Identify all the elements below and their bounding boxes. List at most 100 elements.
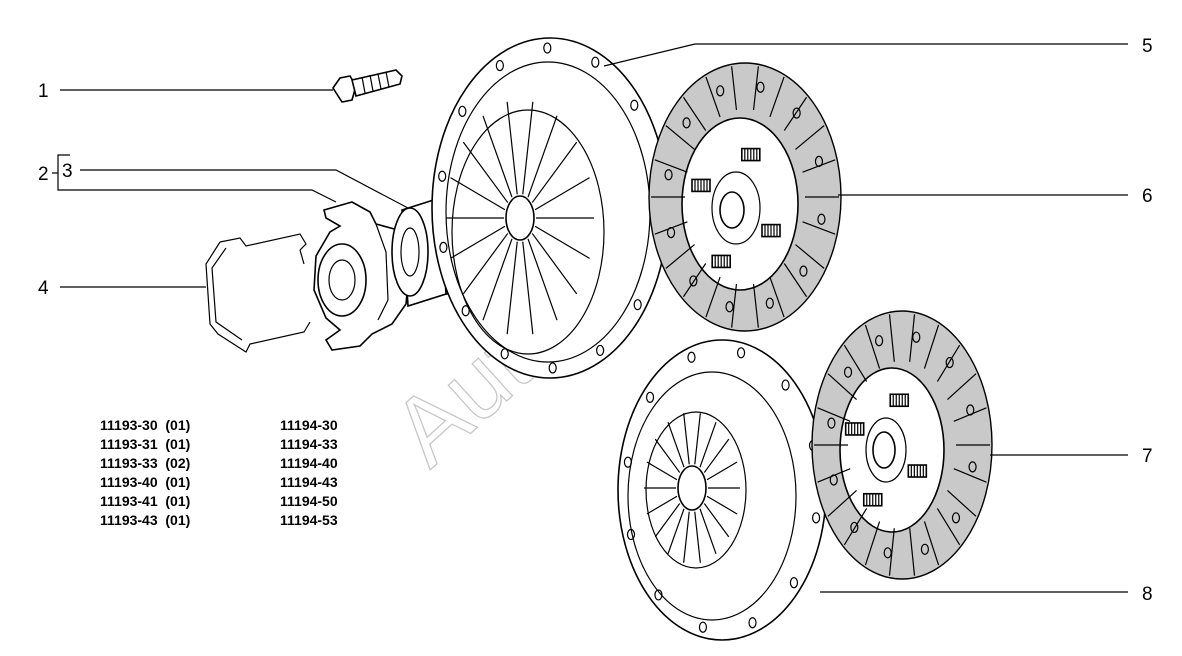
rivet — [765, 297, 774, 309]
lining-slot — [864, 521, 881, 566]
lining-slot — [752, 66, 759, 110]
spring-finger — [462, 233, 509, 295]
lining-slot — [936, 344, 961, 382]
lining-slot — [909, 314, 916, 362]
part-2-release-bearing — [313, 201, 411, 351]
part-codes-right: 11194-30 11194-33 11194-40 11194-43 1119… — [280, 417, 338, 528]
rivet — [829, 474, 838, 486]
spring-finger — [522, 241, 534, 335]
lining-slot — [802, 221, 836, 235]
part-7-damper-springs — [844, 393, 928, 507]
code-right-6: 11194-53 — [280, 512, 338, 528]
spring-finger — [522, 101, 534, 195]
spring-finger — [694, 413, 701, 465]
code-left-1: 11193-30 (01) — [100, 417, 190, 433]
spring-finger — [699, 508, 717, 555]
mount-hole — [461, 305, 470, 317]
mount-hole — [548, 362, 557, 374]
lining-slot — [795, 125, 825, 150]
spring-finger — [667, 508, 685, 555]
lining-slot — [888, 314, 895, 362]
lining-slot — [769, 276, 785, 318]
code-right-1: 11194-30 — [280, 417, 338, 433]
mount-hole — [543, 42, 552, 54]
rivet — [664, 169, 673, 181]
rivet — [951, 512, 961, 524]
mount-hole — [698, 621, 708, 633]
mount-hole — [630, 99, 639, 111]
lining-slot — [923, 324, 940, 369]
rivet — [966, 404, 975, 416]
code-right-2: 11194-33 — [280, 436, 338, 452]
spring-finger — [646, 495, 678, 515]
mount-hole — [781, 379, 790, 391]
rivet — [945, 356, 954, 369]
mount-hole — [654, 589, 663, 601]
lining-slot — [665, 125, 695, 150]
lining-slot — [827, 489, 857, 517]
spring-finger — [531, 141, 578, 203]
spring-finger — [683, 511, 690, 563]
rivet — [756, 81, 765, 93]
rivet — [827, 417, 836, 429]
callout-1: 1 — [38, 81, 49, 102]
lining-slot — [843, 344, 868, 382]
lining-slot — [731, 284, 738, 328]
code-left-6: 11193-43 (01) — [100, 512, 190, 528]
spring-finger — [703, 503, 730, 538]
lining-slot — [783, 96, 808, 131]
code-left-3: 11193-33 (02) — [100, 455, 190, 471]
callout-7: 7 — [1142, 446, 1153, 467]
lining-slot — [827, 373, 857, 401]
code-right-5: 11194-50 — [280, 493, 338, 509]
spring-finger — [683, 413, 690, 465]
rivet — [682, 117, 691, 129]
spring-finger — [527, 115, 558, 198]
rivet — [968, 461, 977, 473]
mount-hole — [748, 617, 757, 629]
spring-finger — [667, 421, 685, 468]
spring-finger — [462, 141, 509, 203]
lining-slot — [654, 159, 688, 173]
rivet — [799, 265, 808, 277]
code-right-3: 11194-40 — [280, 455, 338, 471]
spring-finger — [694, 511, 701, 563]
rivet — [920, 543, 929, 555]
mount-hole — [439, 241, 448, 253]
part-6-clutch-disc — [648, 62, 842, 332]
callout-5: 5 — [1142, 36, 1153, 57]
lining-slot — [947, 373, 977, 401]
rivet — [912, 331, 921, 343]
callout-4: 4 — [38, 278, 49, 299]
code-right-4: 11194-43 — [280, 474, 338, 490]
part-8-spring-fingers — [644, 413, 740, 563]
rivet — [875, 335, 884, 347]
mount-hole — [438, 170, 447, 182]
spring-finger — [531, 233, 578, 295]
code-left-5: 11193-41 (01) — [100, 493, 190, 509]
part-7-lining-segments — [814, 314, 990, 576]
rivet — [666, 227, 676, 239]
spring-finger — [646, 461, 678, 481]
lining-slot — [682, 263, 707, 298]
part-codes-left: 11193-30 (01) 11193-31 (01) 11193-33 (02… — [100, 417, 190, 528]
spring-finger — [534, 177, 590, 211]
mount-hole — [596, 344, 605, 357]
mount-hole — [687, 351, 696, 363]
lining-slot — [682, 96, 707, 131]
rivet — [817, 213, 826, 225]
lining-slot — [843, 508, 868, 546]
spring-finger — [450, 225, 506, 259]
leader-lines — [52, 43, 1128, 593]
mount-hole — [495, 59, 504, 72]
lining-slot — [817, 407, 851, 422]
lining-slot — [783, 263, 808, 298]
code-left-2: 11193-31 (01) — [100, 436, 190, 452]
rivet — [843, 366, 853, 378]
mount-hole — [623, 456, 633, 468]
lining-slot — [752, 284, 759, 328]
spring-finger — [699, 421, 717, 468]
mount-hole — [591, 56, 600, 68]
rivet — [814, 155, 824, 167]
